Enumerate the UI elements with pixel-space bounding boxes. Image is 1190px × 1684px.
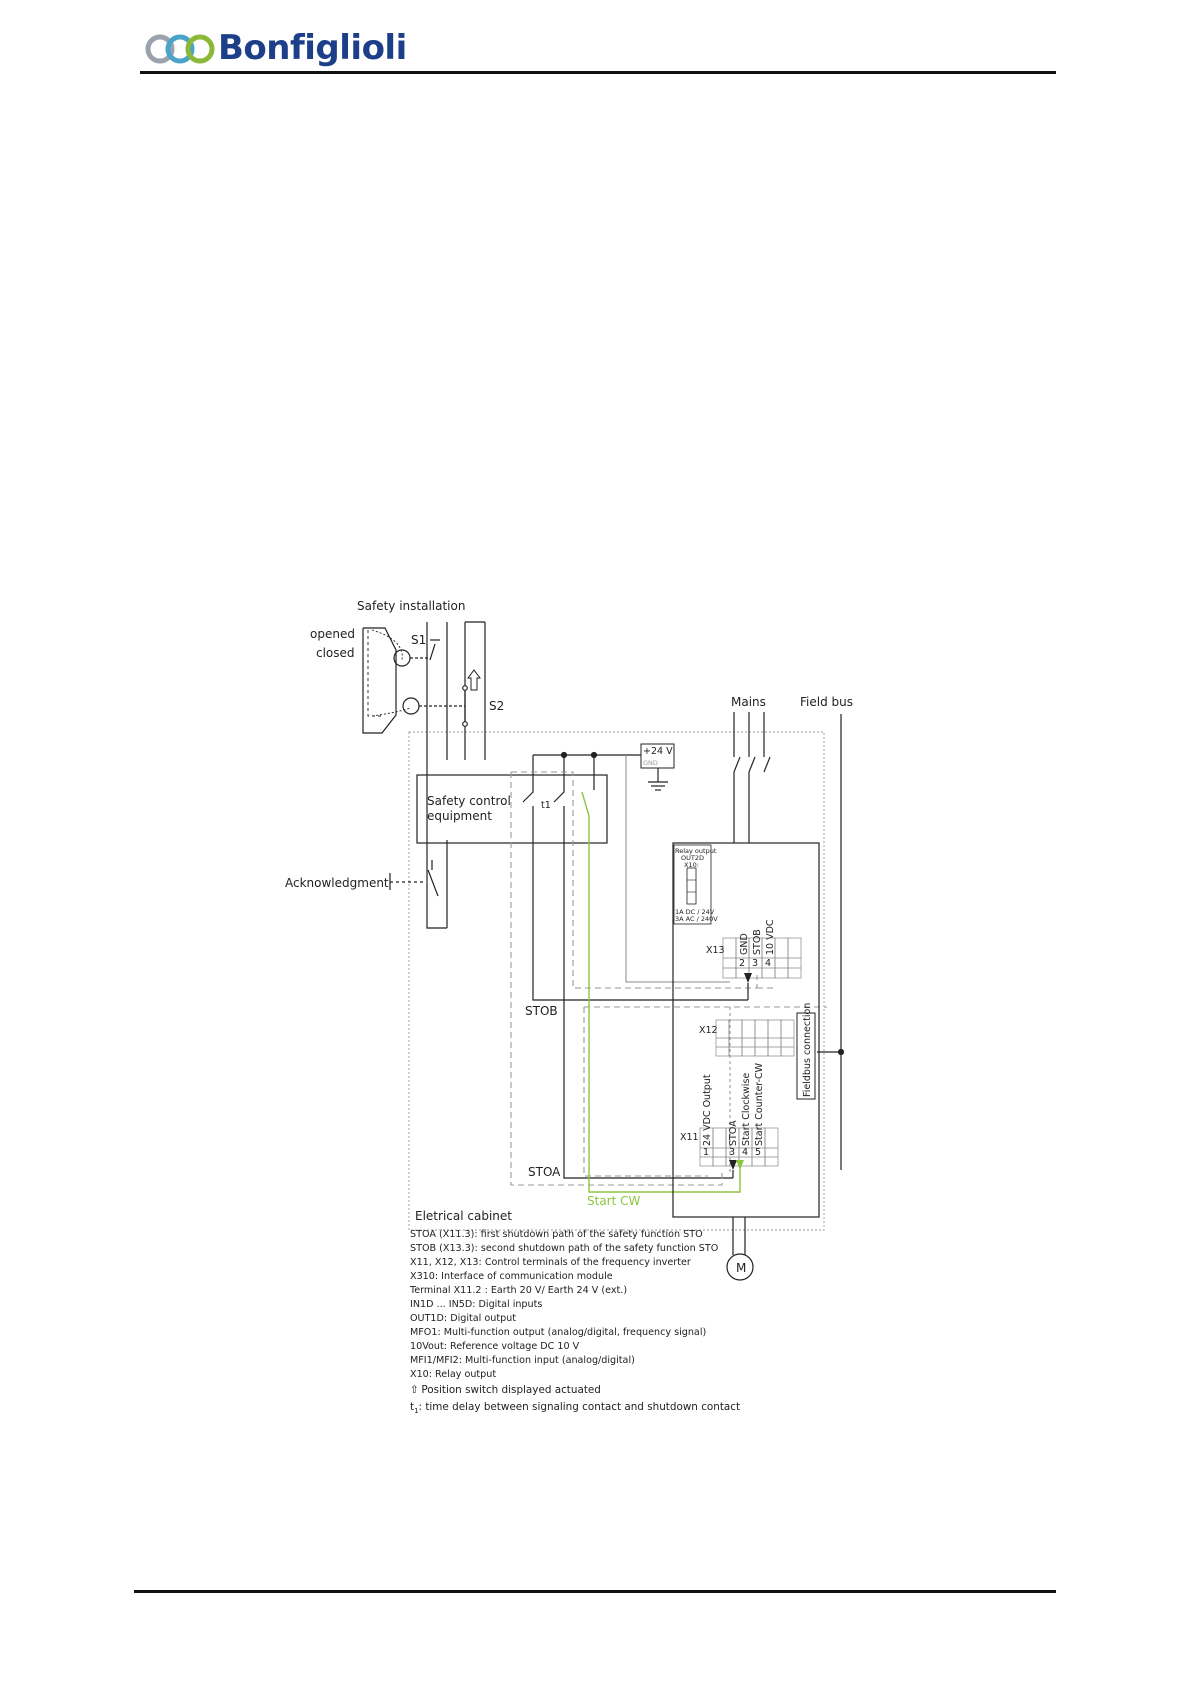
label-field-bus: Field bus (800, 695, 853, 709)
label-electrical-cabinet: Eletrical cabinet (415, 1209, 512, 1223)
label-safety-control-2: equipment (427, 809, 492, 823)
label-relay-5: 3A AC / 240V (675, 915, 718, 923)
legend-item: X10: Relay output (410, 1369, 497, 1380)
label-x13-n2: 2 (739, 958, 745, 969)
inverter-box (672, 842, 820, 1218)
label-start-cw: Start CW (587, 1194, 641, 1208)
logo-rings-icon (145, 34, 215, 64)
label-x13-n4: 4 (765, 958, 771, 969)
legend-item: MFI1/MFI2: Multi-function input (analog/… (410, 1355, 635, 1366)
legend-position-switch: ⇧ Position switch displayed actuated (410, 1382, 890, 1399)
electrical-cabinet-border (408, 731, 825, 1231)
label-x12: X12 (699, 1025, 718, 1036)
door-outline (362, 627, 397, 734)
label-fieldbus-connection: Fieldbus connection (802, 1003, 813, 1097)
header-rule (140, 71, 1056, 74)
legend-item: MFO1: Multi-function output (analog/digi… (410, 1327, 707, 1338)
label-x11-n5: 5 (755, 1147, 761, 1158)
legend-item: X11, X12, X13: Control terminals of the … (410, 1257, 691, 1268)
legend-item: OUT1D: Digital output (410, 1313, 517, 1324)
label-x13-10vdc: 10 VDC (765, 919, 776, 955)
label-x13-gnd: GND (739, 933, 750, 955)
legend-t1-symbol: t (410, 1401, 415, 1413)
label-s1: S1 (411, 633, 426, 647)
label-x11-n4: 4 (742, 1147, 748, 1158)
label-relay-3: X10: (684, 861, 699, 869)
legend-t1-text: : time delay between signaling contact a… (418, 1401, 741, 1413)
label-motor: M (736, 1261, 746, 1275)
footer-rule (134, 1590, 1056, 1593)
legend-item: STOB (X13.3): second shutdown path of th… (410, 1243, 719, 1254)
label-relay-2: OUT2D (681, 854, 704, 862)
legend-t1: t1: time delay between signaling contact… (410, 1399, 890, 1420)
label-24v: +24 V (643, 746, 673, 757)
label-x13-stob: STOB (752, 929, 763, 955)
label-x11-stoa: STOA (728, 1120, 739, 1146)
legend-position-switch-text: Position switch displayed actuated (421, 1384, 601, 1396)
label-stoa: STOA (528, 1165, 561, 1179)
s2-roller (402, 697, 420, 715)
label-x11: X11 (680, 1132, 699, 1143)
label-closed: closed (316, 646, 355, 660)
label-t1: t1 (541, 800, 551, 811)
motor-symbol (726, 1253, 754, 1281)
label-safety-installation: Safety installation (357, 599, 465, 613)
label-s2: S2 (489, 699, 504, 713)
legend-item: X310: Interface of communication module (410, 1271, 613, 1282)
label-x11-24vdc: 24 VDC Output (702, 1074, 713, 1146)
safety-control-box (416, 774, 608, 844)
label-relay-1: Relay output (675, 847, 717, 855)
position-switch-arrow-icon: ⇧ (410, 1384, 419, 1396)
label-gnd: GND (643, 759, 658, 767)
bonfiglioli-logo: Bonfiglioli (144, 28, 407, 70)
legend-t1-subscript: 1 (414, 1407, 419, 1416)
label-x11-start-cw: Start Clockwise (741, 1073, 752, 1146)
brand-name: Bonfiglioli (218, 28, 407, 68)
legend: STOA (X11.3): first shutdown path of the… (410, 1228, 890, 1420)
label-x11-n3: 3 (729, 1147, 735, 1158)
label-mains: Mains (731, 695, 766, 709)
legend-item: 10Vout: Reference voltage DC 10 V (410, 1341, 580, 1352)
label-x11-n1: 1 (703, 1147, 709, 1158)
label-stob: STOB (525, 1004, 558, 1018)
legend-item: Terminal X11.2 : Earth 20 V/ Earth 24 V … (410, 1285, 628, 1296)
legend-item: IN1D ... IN5D: Digital inputs (410, 1299, 543, 1310)
label-opened: opened (310, 627, 355, 641)
label-x13-n3: 3 (752, 958, 758, 969)
legend-item: STOA (X11.3): first shutdown path of the… (410, 1229, 703, 1240)
label-x13: X13 (706, 945, 725, 956)
label-x11-start-ccw: Start Counter-CW (754, 1062, 765, 1146)
label-acknowledgment: Acknowledgment (285, 876, 389, 890)
label-safety-control-1: Safety control (427, 794, 511, 808)
label-relay-4: 1A DC / 24V (675, 908, 715, 916)
